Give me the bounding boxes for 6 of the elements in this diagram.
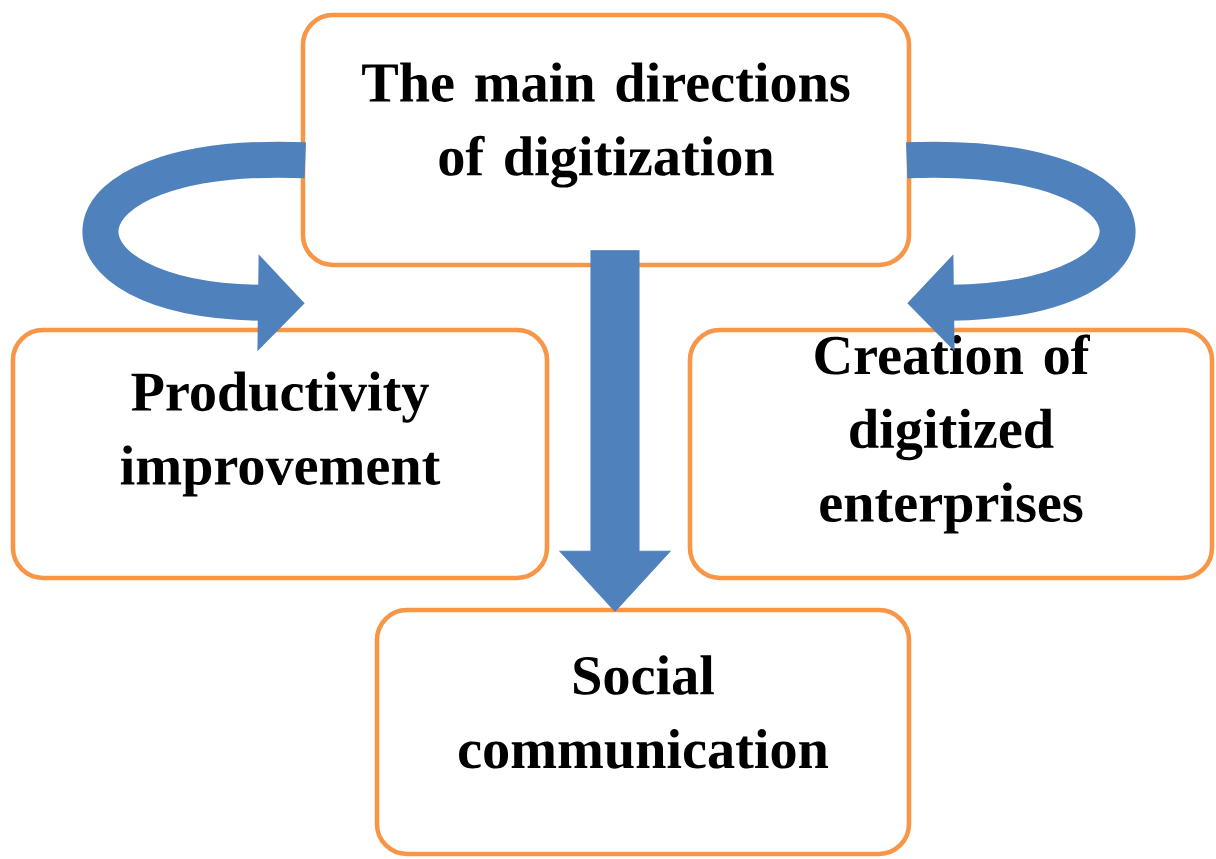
text-box: Productivity improvement: [10, 327, 550, 581]
text-box: Creation of digitized enterprises: [687, 327, 1215, 581]
block-arrow: [558, 250, 672, 613]
text-box: Social communication: [374, 607, 912, 857]
block-arrow: [906, 142, 1135, 352]
text-box: The main directions of digitization: [300, 12, 912, 268]
